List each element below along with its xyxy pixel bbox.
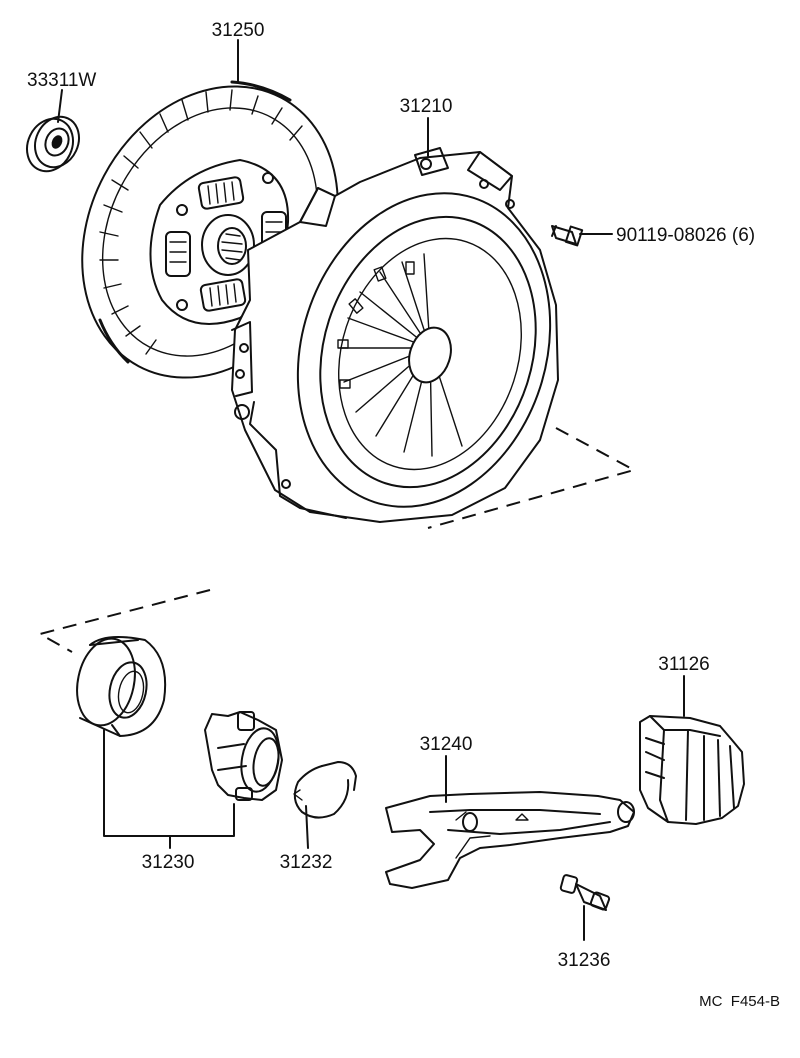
label-pilot-bearing: 33311W: [27, 70, 96, 91]
label-fork-boot: 31126: [658, 654, 709, 675]
label-release-bearing-assy: 31230: [142, 852, 195, 873]
assembly-dash-lines: [37, 427, 637, 653]
release-fork-drawing: [385, 791, 635, 889]
part-labels: 31250 33311W 31210 90119-08026 (6) 31230…: [27, 20, 780, 1010]
label-clutch-disc: 31250: [212, 20, 265, 41]
label-fork-pivot-stud: 31236: [558, 950, 611, 971]
label-cover-bolt: 90119-08026 (6): [616, 225, 755, 246]
label-clutch-cover: 31210: [400, 96, 453, 117]
pilot-bearing-drawing: [26, 115, 80, 173]
pivot-stud-drawing: [559, 874, 611, 911]
label-release-hub-clip: 31232: [280, 852, 333, 873]
cover-bolt-drawing: [551, 225, 584, 247]
fork-boot-drawing: [639, 715, 745, 825]
release-bearing-drawing: [76, 635, 167, 737]
label-release-fork: 31240: [420, 734, 473, 755]
release-hub-drawing: [204, 711, 283, 801]
figure-code: MC F454-B: [699, 993, 780, 1010]
leader-lines: [57, 39, 685, 941]
clutch-cover-drawing: [231, 147, 559, 523]
release-clip-drawing: [293, 761, 357, 819]
